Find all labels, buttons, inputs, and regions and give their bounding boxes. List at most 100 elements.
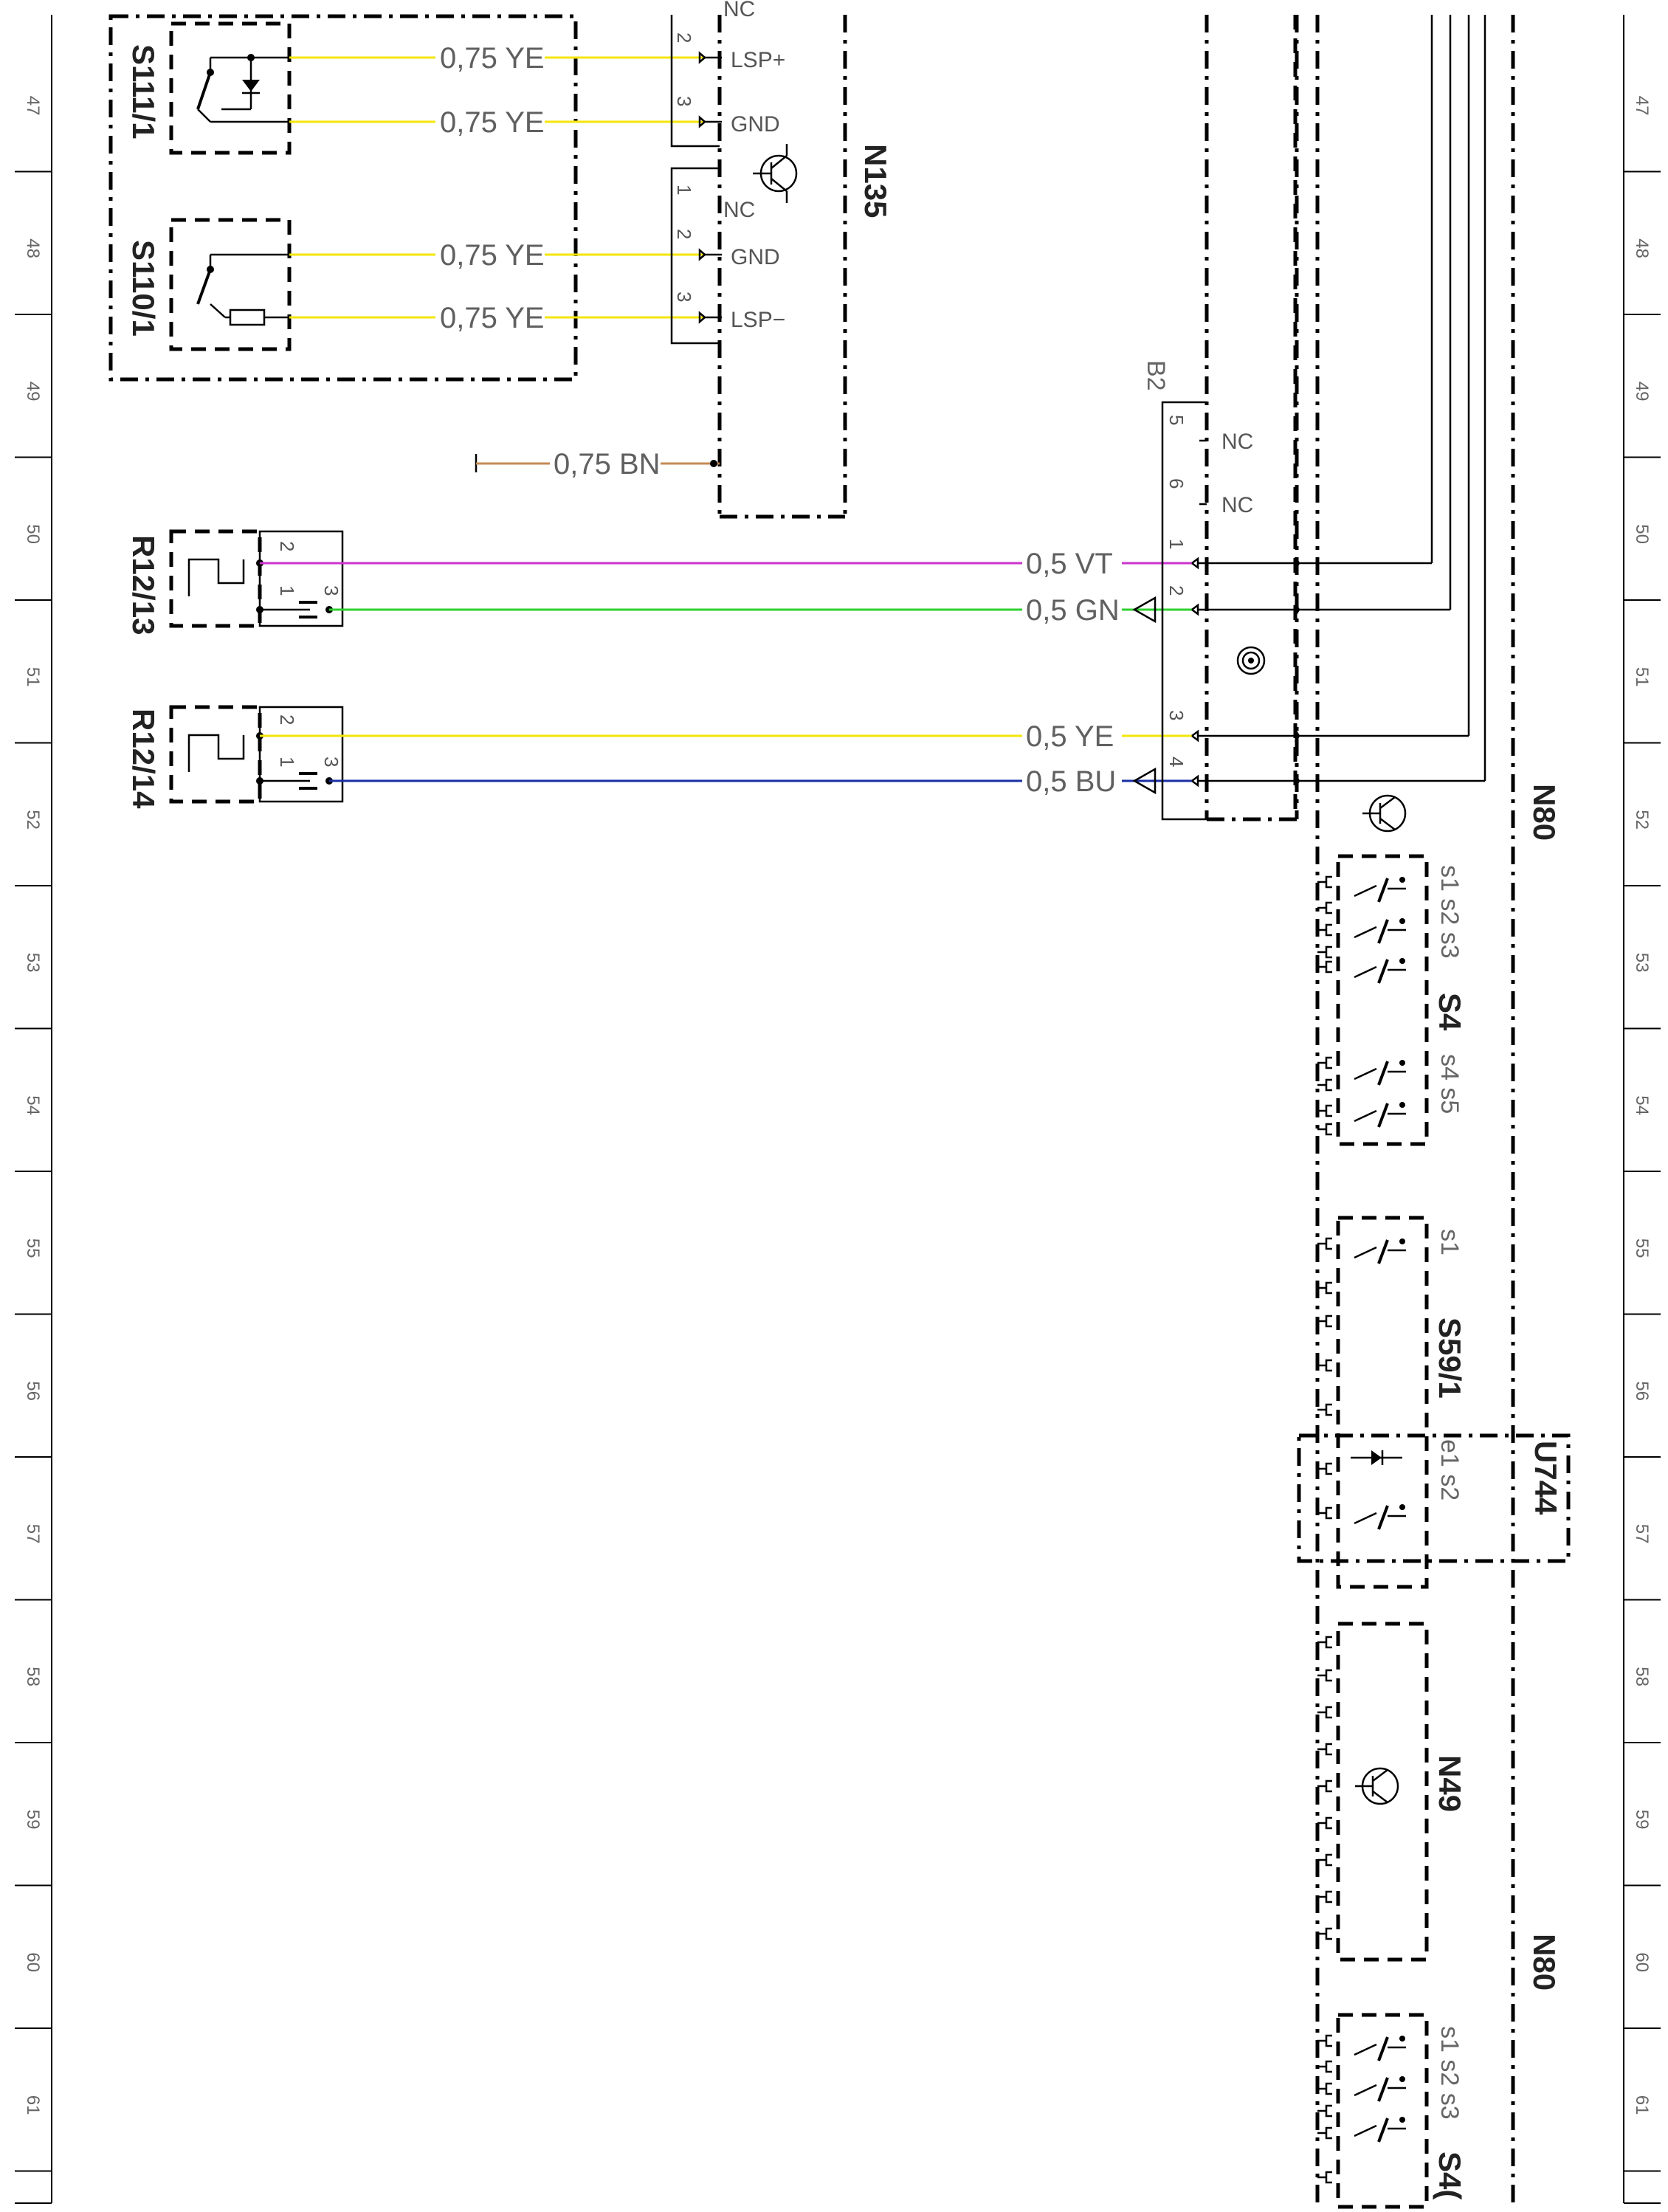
u744-block: U744 [1297,1433,1571,1563]
contact-stubs [1317,875,1332,2184]
wire-label-ye: 0,5 YE [1026,720,1114,753]
transistor-icon [1355,1767,1399,1805]
row-number: 60 [23,1952,43,1972]
s59-switch-block: s1 S59/1 e1 s2 [1336,1216,1467,1589]
row-number: 48 [23,238,43,258]
n80-label-upper: N80 [1527,784,1562,841]
row-number: 56 [23,1381,43,1401]
s4-bottom-switch-labels: s1 s2 s3 [1436,2026,1464,2120]
row-number: 59 [23,1810,43,1830]
pin-num: 2 [276,541,298,551]
n49-label: N49 [1433,1755,1467,1812]
sensor-r12-14: 2 1 3 R12/14 [126,705,344,809]
led-icon [1351,1450,1402,1465]
row-number: 55 [23,1238,43,1258]
s110-label: S110/1 [126,240,161,337]
row-number: 57 [23,1524,43,1544]
n80-module: N80 N80 [1315,15,1562,2203]
row-number: 53 [1632,953,1652,973]
switch-contact-icon [1354,2117,1406,2143]
left-ruler [15,15,52,2204]
u744-switch-labels: e1 s2 [1436,1439,1464,1500]
row-number: 59 [1632,1810,1652,1830]
s4-mid-switch-labels: s4 s5 [1436,1054,1464,1114]
row-number: 49 [23,382,43,402]
switch-contact-icon [1354,2036,1406,2061]
pin-gnd-2: GND [731,245,780,269]
b2-nc6: NC [1221,493,1253,517]
row-number: 61 [1632,2095,1652,2115]
pin-num: 1 [276,757,298,767]
pin-num: 6 [1165,478,1188,489]
row-number: 56 [1632,1381,1652,1401]
pin-num: 4 [1165,757,1188,767]
pin-num: 3 [673,96,695,106]
switch-contact-icon [1354,958,1406,984]
brown-wire: 0,75 BN [475,448,720,480]
s59-s1-label: s1 [1436,1229,1464,1255]
s111-label: S111/1 [126,44,161,139]
row-number: 57 [1632,1524,1652,1544]
s4-switch-block: s1 s2 s3 S4 s4 s5 [1336,854,1467,1146]
s4-bottom-block: s1 s2 s3 S4( [1336,2013,1467,2209]
row-number: 50 [23,524,43,544]
shield-triangle-icon [1132,767,1157,795]
pin-num: 3 [1165,710,1188,720]
n49-block: N49 [1336,1622,1467,1962]
row-number: 58 [1632,1667,1652,1686]
pin-lsp-plus: LSP+ [731,48,785,72]
pin-num: 1 [276,585,298,596]
wire-label-brown: 0,75 BN [554,448,661,480]
wire-label-vt: 0,5 VT [1026,548,1113,580]
n80-label-lower: N80 [1527,1934,1562,1991]
sensor-r12-13: 2 1 3 R12/13 [126,529,344,635]
row-number: 51 [1632,667,1652,687]
wire-label-s111-bottom: 0,75 YE [440,106,545,139]
s4-top-switch-labels: s1 s2 s3 [1436,865,1464,959]
row-number: 54 [1632,1095,1652,1115]
pin-num: 1 [1165,539,1188,549]
row-number: 60 [1632,1952,1652,1972]
pin-lsp-minus: LSP− [731,308,785,332]
pin-num: 3 [320,585,342,596]
row-number: 48 [1632,238,1652,258]
b2-nc5: NC [1221,430,1253,454]
switch-contact-icon [1354,2076,1406,2102]
switch-glyphs [1354,877,1406,2143]
pin-num: 3 [673,292,695,302]
row-number: 61 [23,2095,43,2115]
row-number: 47 [23,96,43,116]
s59-label: S59/1 [1433,1317,1467,1399]
row-number: 52 [23,810,43,830]
switch-contact-icon [1354,1238,1406,1264]
yellow-wires-upper: 0,75 YE 0,75 YE 0,75 YE 0,75 YE [289,42,705,334]
right-ruler [1623,15,1661,2204]
switch-contact-icon [1354,1060,1406,1086]
row-number: 52 [1632,810,1652,830]
pin-num: 3 [320,757,342,767]
row-number: 58 [23,1667,43,1686]
switch-contact-icon [1354,1102,1406,1128]
u744-label: U744 [1529,1441,1563,1515]
switch-assembly-s111-s110: S111/1 S110/1 [108,14,578,382]
bus-lines [1293,15,1486,819]
pin-num: 2 [673,32,695,43]
r12-14-label: R12/14 [126,709,161,809]
pin-num: 2 [673,229,695,239]
b2-sensor: NC NC 5 6 1 2 3 4 B2 [1142,15,1299,821]
n135-pin-top-cut: NC [723,0,755,21]
wire-label-gn: 0,5 GN [1026,594,1120,627]
pin-num: 2 [1165,585,1188,596]
s4-label: S4 [1433,993,1467,1031]
row-number: 55 [1632,1238,1652,1258]
pin-nc-1: NC [723,198,755,222]
pin-num: 5 [1165,415,1188,425]
row-number: 50 [1632,524,1652,544]
wire-label-s110-top: 0,75 YE [440,239,545,272]
shield-triangle-icon [1132,596,1157,624]
wire-label-bu: 0,5 BU [1026,765,1116,798]
row-number: 51 [23,667,43,687]
spiral-sensor-icon [1236,646,1266,675]
